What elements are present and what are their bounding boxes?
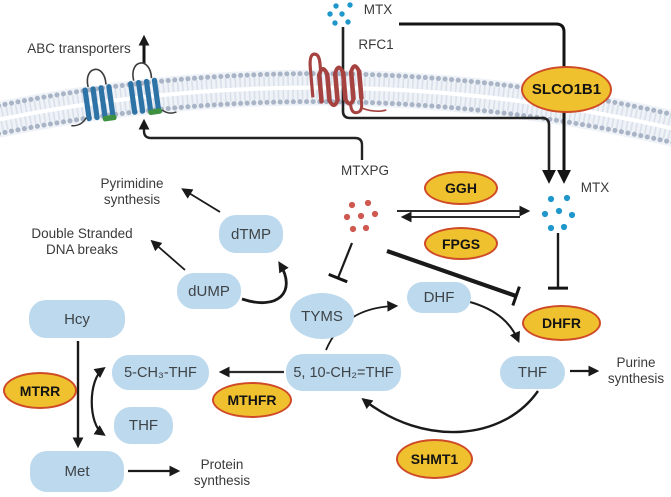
enzyme-ggh: GGH [424, 171, 498, 205]
rfc1-label: RFC1 [358, 37, 394, 52]
pyrimidine-line1: Pyrimidine [100, 176, 164, 191]
pyrimidine-synthesis-label: Pyrimidine synthesis [80, 176, 184, 207]
mtx-intracellular-label: MTX [580, 180, 610, 195]
enzyme-mtrr: MTRR [3, 372, 77, 409]
inhibit-mtxpg-tyms [328, 242, 354, 284]
rfc1-protein [308, 52, 387, 115]
mtx-extracellular-label: MTX [363, 2, 393, 17]
node-dump: dUMP [177, 273, 241, 309]
mtxpg-dots [343, 199, 379, 233]
dna-breaks-label: Double Stranded DNA breaks [20, 226, 144, 257]
dna-breaks-line1: Double Stranded [31, 226, 133, 241]
arrow-dump-dna-breaks [150, 239, 186, 271]
purine-synthesis-label: Purine synthesis [600, 355, 671, 386]
arrow-mtx-rfc1-import [341, 27, 556, 184]
pyrimidine-line2: synthesis [103, 191, 161, 207]
arrow-dump-dtmp [241, 261, 289, 305]
node-hcy: Hcy [29, 300, 125, 338]
purine-line2: synthesis [607, 370, 665, 386]
node-dtmp: dTMP [219, 215, 283, 253]
purine-line1: Purine [616, 355, 656, 370]
inhibit-mtxpg-dhfr [386, 249, 521, 306]
node-thf-right: THF [500, 356, 565, 389]
node-met: Met [30, 451, 124, 492]
abc-transporter-protein [71, 62, 177, 127]
abc-transporters-label: ABC transporters [27, 41, 131, 56]
mtx-dots-extracellular [327, 2, 353, 26]
arrow-mtrr-cycle [90, 367, 106, 436]
node-tyms: TYMS [290, 293, 354, 339]
mtxpg-label: MTXPG [340, 163, 389, 178]
arrow-mtxpg-abc-efflux [138, 118, 364, 160]
node-510ch2thf: 5, 10-CH₂=THF [286, 354, 401, 391]
enzyme-mthfr: MTHFR [212, 382, 292, 418]
arrow-mtx-slco1b1-import [399, 22, 571, 184]
enzyme-shmt1: SHMT1 [396, 439, 473, 479]
enzyme-dhfr: DHFR [522, 305, 601, 341]
arrow-shmt1-thf-ch2thf [361, 390, 539, 434]
protein-synthesis-label: Protein synthesis [181, 457, 263, 488]
mtx-dots-intracellular [541, 194, 576, 232]
protein-line2: synthesis [193, 472, 251, 488]
node-5ch3thf: 5-CH₃-THF [112, 355, 209, 390]
enzyme-fpgs: FPGS [424, 227, 498, 260]
dna-breaks-line2: DNA breaks [45, 241, 119, 257]
node-thf-left: THF [114, 407, 173, 444]
enzyme-slco1b1: SLCO1B1 [521, 66, 612, 113]
node-dhf: DHF [407, 282, 471, 313]
arrow-dhf-thf [469, 301, 520, 344]
protein-line1: Protein [200, 457, 244, 472]
arrow-dtmp-pyrimidine [181, 188, 221, 213]
